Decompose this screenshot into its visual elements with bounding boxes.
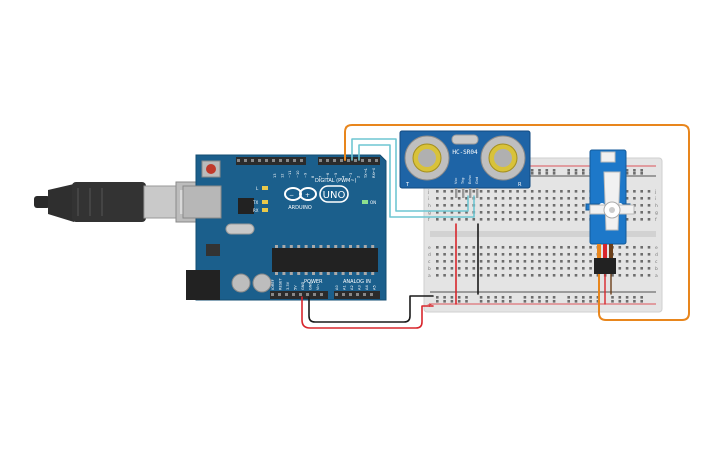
sensor-model: HC-SR04 [452,149,478,156]
usb-jack [182,185,222,219]
servo-horn [603,171,621,231]
row-letter: c [428,260,431,265]
wire-cyan-1 [351,138,469,212]
servo-motor [585,149,635,274]
reset-button-icon[interactable] [201,160,221,178]
capacitor-1 [231,273,251,293]
usb-chip [238,198,254,214]
sensor-pin-label: Trig [461,178,465,185]
pin-label: A3 [358,285,362,290]
row-letter: h [428,203,431,209]
pin-label: ~11 [288,170,292,178]
pin-label: A2 [350,285,354,290]
wire-cyan-2 [358,144,475,218]
svg-text:+: + [305,192,310,199]
pin-label: GND [309,282,313,290]
row-letter: i [428,196,429,202]
row-letter: g [428,211,431,216]
sensor-mark-t: T [405,182,410,188]
pin-label: RESET [279,278,283,290]
led-tx [262,200,268,204]
row-letter: e [428,246,431,251]
analog-label: ANALOG IN [343,279,371,285]
wire-red-5v [301,296,434,329]
row-letter: f [428,217,430,223]
row-letter: e [655,246,658,251]
row-letter: i [655,196,656,202]
arduino-uno-board: L TX RX ON DIGITAL (PWM~) POWER ANALOG I… [182,154,387,301]
pin-label: 8 [311,175,315,178]
pin-label: A4 [365,285,369,290]
pin-label: RX←0 [372,167,376,178]
pin-label: 12 [281,173,285,178]
led-rx [262,208,268,212]
power-label: POWER [304,279,323,285]
row-letter: a [428,274,431,279]
row-letter: c [655,260,658,265]
pin-label: IOREF [271,279,275,290]
wire-black-gnd [308,295,434,323]
row-letter: d [655,252,658,258]
regulator [206,244,220,256]
led-on [362,200,368,204]
digital-header-left [236,157,306,165]
led-l [262,186,268,190]
pin-label: A0 [335,285,339,290]
arduino-logo-icon: − + [284,187,317,201]
wires [301,124,690,329]
on-label: ON [370,200,376,205]
atmega-chip [272,248,378,272]
pin-label: ~10 [296,170,300,178]
servo-connector [594,258,616,274]
pin-label: Vin [316,284,320,290]
pin-label: 5V [294,285,298,290]
pin-label: ~3 [349,173,353,178]
sensor-pin-label: Gnd [475,177,479,184]
row-letter: a [655,274,658,279]
l-label: L [256,186,259,191]
pin-label: 2 [357,176,361,178]
pin-label: ~5 [334,173,338,178]
pin-label: ~6 [326,172,330,178]
svg-text:−: − [289,192,294,199]
row-letter: g [655,211,658,216]
tx-label: TX [252,200,258,205]
row-letter: b [428,266,431,272]
rx-label: RX [253,208,259,213]
row-letter: h [655,203,658,209]
pin-label: A1 [343,285,347,290]
sensor-pin-label: Vcc [454,178,458,184]
sensor-crystal [451,134,479,145]
wire-orange [344,124,690,321]
power-jack [186,270,220,300]
row-letter: j [654,189,656,195]
brand-label: ARDUINO [288,205,312,211]
pin-label: GND [301,282,305,290]
sensor-pin-label: Echo [468,175,472,184]
row-letter: b [655,266,658,272]
digital-label: DIGITAL (PWM~) [315,178,357,184]
pin-label: 4 [341,175,345,178]
sensor-mark-r: R [518,182,522,188]
pin-label: ~9 [303,172,307,178]
crystal [225,223,255,235]
row-letter: j [427,189,429,195]
pin-label: 13 [273,173,277,178]
row-letter: d [428,252,431,258]
capacitor-2 [252,273,272,293]
pin-label: A5 [373,285,377,290]
pin-label: 7 [319,176,323,178]
center-channel [430,231,656,237]
row-letter: f [655,217,657,223]
board-name: UNO [323,190,346,201]
pin-label: TX→1 [364,168,368,179]
pin-label: 3.3V [286,281,290,290]
